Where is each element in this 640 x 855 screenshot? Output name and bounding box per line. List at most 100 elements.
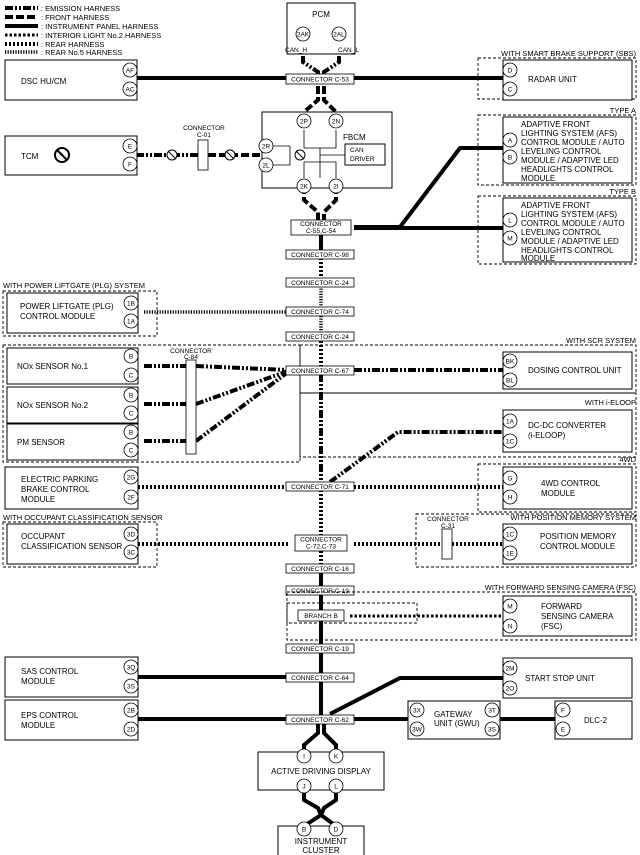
connector-c72-label-1: CONNECTOR [300,537,342,544]
gwu-pin-3x-label: 3X [413,708,422,715]
ocs-pin-3c [123,544,139,560]
connector-c84-label-1: CONNECTOR [170,348,212,355]
connector-c19a [285,585,355,596]
nox1-label: NOx SENSOR No.1 [17,362,89,371]
connector-c72-c73 [294,534,348,552]
radar-group: WITH SMART BRAKE SUPPORT (SBS) RADAR UNI… [477,49,636,101]
plg-title: WITH POWER LIFTGATE (PLG) SYSTEM [3,281,145,290]
branch-wires [136,76,555,721]
iloop-pin-1a-label: 1A [506,419,515,426]
add-pin-j [296,778,312,794]
connector-c84-label-2: C-84 [184,354,198,361]
eps-module: EPS CONTROL MODULE 2B 2D [4,699,139,741]
add-pin-i-label: I [303,754,305,761]
start-stop-pin-2o-label: 2O [506,686,515,693]
nox2-pin-b [123,387,139,403]
afs-a-line-1: ADAPTIVE FRONT [521,120,590,129]
nox1-pin-c [123,367,139,383]
afs-b-line-1: ADAPTIVE FRONT [521,201,590,210]
pos-pin-1c-label: 1C [506,532,515,539]
eps-pin-2b [123,702,139,718]
pcm-pin-2al [331,26,347,42]
ocs-frame [2,521,158,568]
legend-label-rear: : REAR HARNESS [41,40,104,49]
can-driver-box [344,143,386,166]
afs-type-b-group: TYPE B ADAPTIVE FRONT LIGHTING SYSTEM (A… [477,187,637,265]
connector-c74-label: CONNECTOR C-74 [291,309,349,316]
afs-b-line-5: MODULE / ADAPTIVE LED [521,237,619,246]
scr-left-frame [2,344,301,463]
fbcm-pin-2r [258,138,274,154]
nox2-pin-c [123,405,139,421]
iloop-pin-1a [502,413,518,429]
fbcm-pin-2n [328,113,344,129]
afs-b-pin-m-label: M [507,236,512,243]
start-stop-label: START STOP UNIT [525,674,595,683]
eps-line-2: MODULE [21,721,55,730]
iloop-frame [299,392,637,458]
epb-line-2: BRAKE CONTROL [21,485,90,494]
pm-label: PM SENSOR [17,438,65,447]
sas-pin-3s [123,678,139,694]
fbcm-pin-2l-label: 2L [262,163,270,170]
dlc-pin-e [555,721,571,737]
radar-pin-c-label: C [508,87,513,94]
eps-box [4,699,139,741]
twist-icon-line [225,150,235,160]
start-stop-module: START STOP UNIT 2M 2O [502,657,633,699]
start-stop-pin-2m [502,660,518,676]
connector-c16 [285,563,355,574]
pcm-pin-2al-label: 2AL [333,32,345,39]
connector-c64-label: CONNECTOR C-64 [291,675,349,682]
iloop-box [502,409,633,453]
radar-pin-c [502,81,518,97]
fsc-pin-n [502,618,518,634]
eps-pin-2d [123,721,139,737]
afs-b-line-7: MODULE [521,254,555,263]
pm-pin-b-label: B [129,430,133,437]
connector-c98-label: CONNECTOR C-98 [291,252,349,259]
fsc-pin-m [502,598,518,614]
start-stop-box [502,657,633,699]
4wd-group: 4WD 4WD CONTROL MODULE G H [477,455,637,513]
4wd-line-1: 4WD CONTROL [541,479,601,488]
gwu-pin-3s-label: 3S [488,727,497,734]
pcm-pin-2ak [295,26,311,42]
pos-pin-1e [502,545,518,561]
sbs-title: WITH SMART BRAKE SUPPORT (SBS) [501,49,636,58]
afs-b-line-3: CONTROL MODULE / AUTO [521,219,625,228]
pm-pin-c [123,442,139,458]
fbcm-label: FBCM [343,133,366,142]
plg-pin-1a [123,313,139,329]
dlc-pin-e-label: E [561,727,566,734]
cluster-pin-b [296,821,312,837]
dosing-pin-bl-label: BL [506,378,514,385]
ocs-line-1: OCCUPANT [21,532,65,541]
connector-c64 [285,672,355,683]
afs-b-line-6: HEADLIGHTS CONTROL [521,246,614,255]
epb-pin-2g [123,469,139,485]
start-stop-pin-2o [502,680,518,696]
dlc-pin-f-label: F [561,708,565,715]
eps-line-1: EPS CONTROL [21,711,79,720]
afs-a-pin-a [502,132,518,148]
afs-type-b-title: TYPE B [609,187,636,196]
pos-pin-1e-label: 1E [506,551,515,558]
add-pin-k-label: K [334,754,339,761]
connector-c24a-label: CONNECTOR C-24 [291,280,349,287]
fbcm-pin-2k-label: 2K [300,184,309,191]
fsc-box [502,595,633,637]
connector-c62 [285,714,355,725]
pcm-can-h-label: CAN_H [285,47,307,54]
wire-start-stop [329,676,503,716]
connector-c74 [285,306,355,317]
fbcm-pin-2p [296,113,312,129]
pos-box [502,523,633,565]
dlc-label: DLC-2 [584,716,608,725]
dsc-pin-af [122,62,138,78]
afs-type-a-title: TYPE A [610,106,636,115]
fbcm-pin-2l [258,157,274,173]
gwu-pin-3x [409,702,425,718]
cluster-pin-d-label: D [334,827,339,834]
epb-line-3: MODULE [21,495,55,504]
